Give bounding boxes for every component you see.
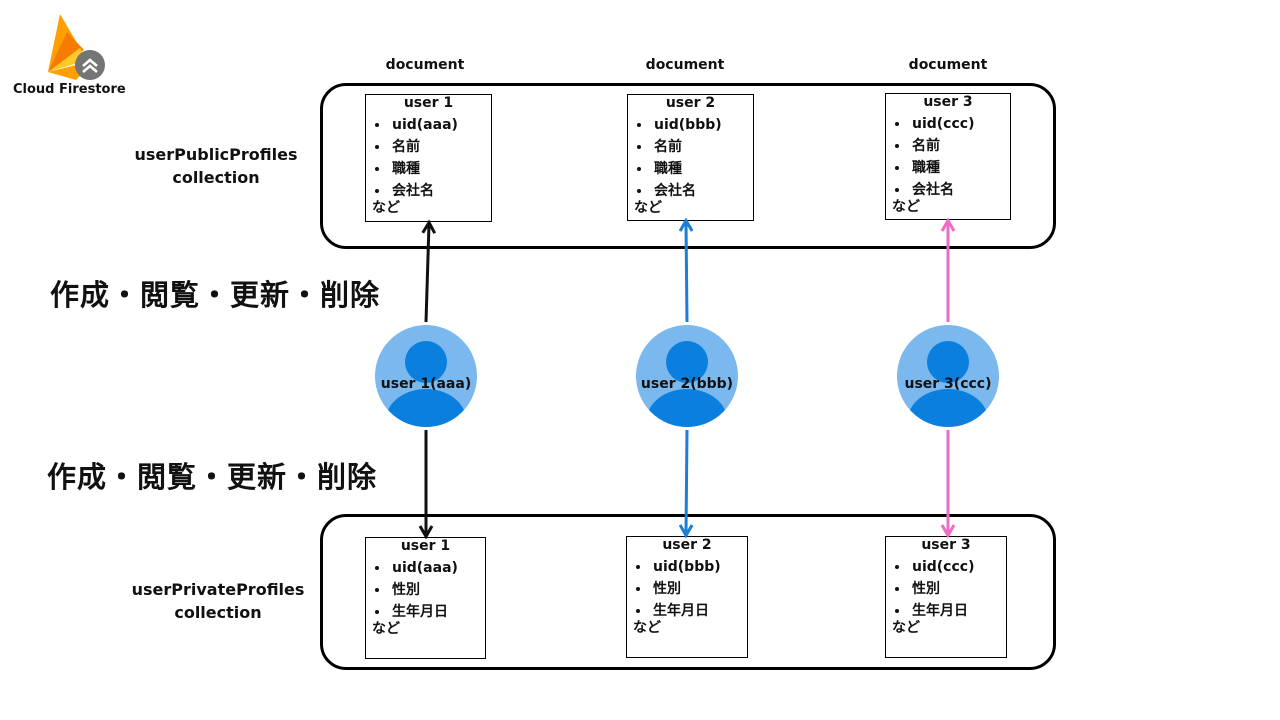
field-item: 名前	[652, 136, 747, 158]
field-item: 職種	[390, 158, 485, 180]
field-item: uid(bbb)	[652, 114, 747, 136]
document-etc: など	[892, 199, 920, 215]
private-collection-name: userPrivateProfiles	[131, 580, 305, 599]
user-3-label: user 3(ccc)	[904, 376, 992, 392]
field-item: 会社名	[910, 179, 1004, 201]
field-item: 生年月日	[390, 601, 479, 623]
document-title: user 3	[923, 94, 973, 110]
logo-text: Cloud Firestore	[13, 82, 126, 97]
document-header: document	[385, 57, 465, 73]
private-collection-box	[320, 514, 1056, 670]
public-document-user-1: user 1 uid(aaa) 名前 職種 会社名 など	[365, 94, 492, 222]
field-item: 名前	[390, 136, 485, 158]
field-item: 会社名	[652, 180, 747, 202]
public-document-user-2: user 2 uid(bbb) 名前 職種 会社名 など	[627, 94, 754, 221]
field-item: uid(ccc)	[910, 556, 1000, 578]
field-item: uid(bbb)	[651, 556, 741, 578]
field-list: uid(aaa) 名前 職種 会社名	[372, 114, 485, 202]
private-document-user-3: user 3 uid(ccc) 性別 生年月日 など	[885, 536, 1007, 658]
field-item: 生年月日	[651, 600, 741, 622]
private-document-user-2: user 2 uid(bbb) 性別 生年月日 など	[626, 536, 748, 658]
field-item: 職種	[652, 158, 747, 180]
document-etc: など	[372, 621, 400, 637]
private-collection-suffix: collection	[174, 603, 262, 622]
field-item: 会社名	[390, 180, 485, 202]
action-label-top: 作成・閲覧・更新・削除	[50, 278, 381, 312]
document-title: user 2	[662, 537, 712, 553]
public-collection-label: userPublicProfiles collection	[128, 143, 304, 189]
document-title: user 1	[400, 538, 451, 554]
field-item: 性別	[390, 579, 479, 601]
document-title: user 1	[403, 95, 454, 111]
field-item: uid(ccc)	[910, 113, 1004, 135]
field-list: uid(ccc) 名前 職種 会社名	[892, 113, 1004, 201]
user-2-label: user 2(bbb)	[640, 376, 734, 392]
user-2-avatar-icon	[636, 325, 738, 427]
field-list: uid(ccc) 性別 生年月日	[892, 556, 1000, 622]
user-3-avatar-icon	[897, 325, 999, 427]
arrow-user1-public	[421, 219, 437, 323]
document-title: user 2	[665, 95, 716, 111]
private-collection-label: userPrivateProfiles collection	[120, 578, 316, 624]
field-item: uid(aaa)	[390, 114, 485, 136]
public-collection-suffix: collection	[172, 168, 260, 187]
document-header: document	[645, 57, 725, 73]
user-1-label: user 1(aaa)	[380, 376, 472, 392]
document-etc: など	[892, 620, 920, 636]
field-item: 職種	[910, 157, 1004, 179]
field-item: uid(aaa)	[390, 557, 479, 579]
document-etc: など	[633, 620, 661, 636]
public-collection-name: userPublicProfiles	[134, 145, 298, 164]
field-item: 名前	[910, 135, 1004, 157]
action-label-bottom: 作成・閲覧・更新・削除	[47, 460, 378, 494]
document-header: document	[908, 57, 988, 73]
public-collection-box	[320, 83, 1056, 249]
field-item: 性別	[910, 578, 1000, 600]
arrow-user2-public	[678, 217, 694, 323]
document-title: user 3	[921, 537, 971, 553]
field-item: 生年月日	[910, 600, 1000, 622]
field-list: uid(bbb) 名前 職種 会社名	[634, 114, 747, 202]
user-1-avatar-icon	[375, 325, 477, 427]
field-list: uid(aaa) 性別 生年月日	[372, 557, 479, 623]
arrow-user2-private	[678, 429, 694, 539]
public-document-user-3: user 3 uid(ccc) 名前 職種 会社名 など	[885, 93, 1011, 220]
document-etc: など	[634, 200, 662, 216]
field-list: uid(bbb) 性別 生年月日	[633, 556, 741, 622]
firebase-flame-icon	[48, 14, 105, 80]
field-item: 性別	[651, 578, 741, 600]
private-document-user-1: user 1 uid(aaa) 性別 生年月日 など	[365, 537, 486, 659]
document-etc: など	[372, 200, 400, 216]
